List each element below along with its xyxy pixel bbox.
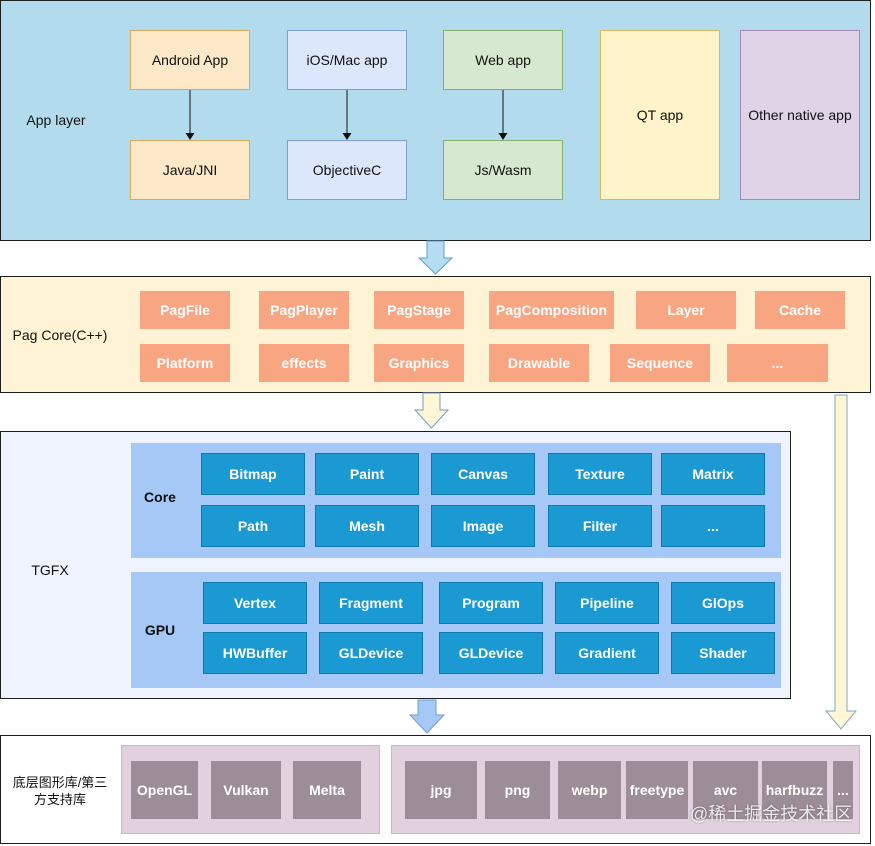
support-more-box: ... xyxy=(833,761,853,819)
tgfx-gpu-label: GPU xyxy=(144,622,176,638)
objective-c-box: ObjectiveC xyxy=(287,140,407,200)
gldevice-box: GLDevice xyxy=(319,632,423,674)
glops-box: GlOps xyxy=(671,582,775,624)
pag-more-box: ... xyxy=(727,344,828,382)
drawable-box: Drawable xyxy=(489,344,589,382)
vulkan-box: Vulkan xyxy=(211,761,281,819)
effects-box: effects xyxy=(259,344,349,382)
vertex-box: Vertex xyxy=(203,582,307,624)
pag-stage-box: PagStage xyxy=(374,291,464,329)
mesh-box: Mesh xyxy=(315,505,419,547)
harfbuzz-box: harfbuzz xyxy=(762,761,827,819)
canvas-box: Canvas xyxy=(431,453,535,495)
pag-file-box: PagFile xyxy=(140,291,230,329)
paint-box: Paint xyxy=(315,453,419,495)
gradient-box: Gradient xyxy=(555,632,659,674)
platform-box: Platform xyxy=(140,344,230,382)
jpg-box: jpg xyxy=(405,761,477,819)
webp-box: webp xyxy=(558,761,621,819)
web-app-box: Web app xyxy=(443,30,563,90)
app-to-pag-arrow xyxy=(417,240,454,275)
tgfx-to-libs-arrow xyxy=(408,699,446,734)
pag-player-box: PagPlayer xyxy=(259,291,349,329)
core-more-box: ... xyxy=(661,505,765,547)
watermark: @稀土掘金技术社区 xyxy=(690,804,853,824)
tgfx-label: TGFX xyxy=(31,562,69,578)
android-app-box: Android App xyxy=(130,30,250,90)
png-box: png xyxy=(485,761,550,819)
fragment-box: Fragment xyxy=(319,582,423,624)
pag-to-libs-arrow xyxy=(824,394,858,730)
app-layer-label: App layer xyxy=(26,112,86,128)
program-box: Program xyxy=(439,582,543,624)
melta-box: Melta xyxy=(293,761,361,819)
avc-box: avc xyxy=(693,761,758,819)
freetype-box: freetype xyxy=(626,761,688,819)
filter-box: Filter xyxy=(548,505,652,547)
ios-mac-app-box: iOS/Mac app xyxy=(287,30,407,90)
hwbuffer-box: HWBuffer xyxy=(203,632,307,674)
sequence-box: Sequence xyxy=(610,344,710,382)
texture-box: Texture xyxy=(548,453,652,495)
qt-app-box: QT app xyxy=(600,30,720,200)
java-jni-box: Java/JNI xyxy=(130,140,250,200)
shader-box: Shader xyxy=(671,632,775,674)
tgfx-core-label: Core xyxy=(144,489,176,505)
cache-box: Cache xyxy=(755,291,845,329)
pag-to-tgfx-arrow xyxy=(413,392,450,429)
bitmap-box: Bitmap xyxy=(201,453,305,495)
pag-composition-box: PagComposition xyxy=(489,291,614,329)
graphics-box: Graphics xyxy=(374,344,464,382)
gldevice-box-2: GLDevice xyxy=(439,632,543,674)
other-native-app-box: Other native app xyxy=(740,30,860,200)
layer-box: Layer xyxy=(636,291,736,329)
path-box: Path xyxy=(201,505,305,547)
opengl-box: OpenGL xyxy=(131,761,198,819)
pag-core-label: Pag Core(C++) xyxy=(12,327,108,343)
third-party-label: 底层图形库/第三方支持库 xyxy=(12,775,108,807)
image-box: Image xyxy=(431,505,535,547)
pipeline-box: Pipeline xyxy=(555,582,659,624)
matrix-box: Matrix xyxy=(661,453,765,495)
js-wasm-box: Js/Wasm xyxy=(443,140,563,200)
